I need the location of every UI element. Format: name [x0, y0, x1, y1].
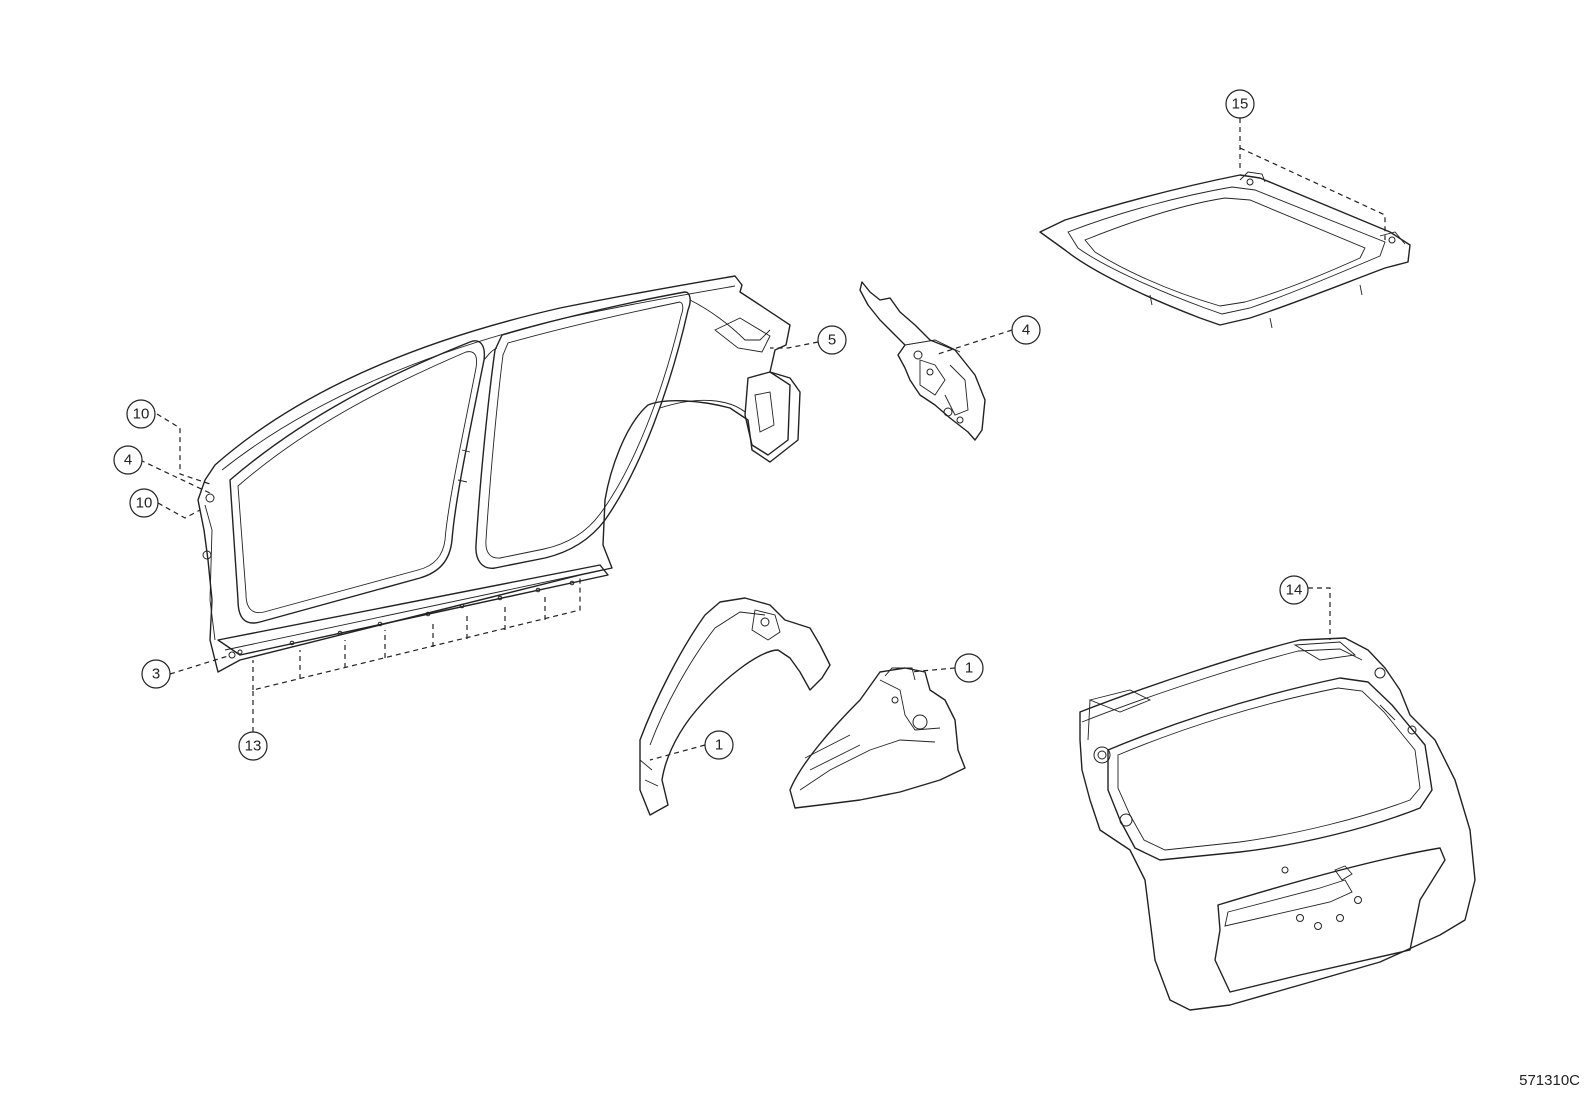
roof-panel[interactable]	[1039, 171, 1411, 329]
leader-lines	[139, 118, 1386, 761]
callout-label: 13	[245, 738, 262, 755]
side-panel[interactable]	[197, 275, 801, 673]
callout-label: 15	[1232, 96, 1249, 113]
callout-label: 4	[124, 452, 132, 469]
callout-1-outer[interactable]: 1	[704, 730, 734, 760]
callout-15[interactable]: 15	[1225, 89, 1255, 119]
callout-10-upper[interactable]: 10	[126, 399, 156, 429]
callout-label: 10	[133, 406, 150, 423]
wheelhouse-outer[interactable]	[639, 597, 831, 816]
inner-bracket[interactable]	[859, 281, 986, 441]
callout-label: 5	[828, 332, 836, 349]
wheelhouse-inner[interactable]	[789, 667, 966, 809]
callout-10-lower[interactable]: 10	[129, 488, 159, 518]
callout-4-bracket[interactable]: 4	[1011, 315, 1041, 345]
back-door[interactable]	[1079, 637, 1476, 1011]
callout-label: 3	[152, 666, 160, 683]
callout-label: 4	[1022, 322, 1030, 339]
callout-1-inner[interactable]: 1	[954, 653, 984, 683]
callout-label: 1	[965, 660, 973, 677]
callout-5[interactable]: 5	[817, 325, 847, 355]
callout-14[interactable]: 14	[1279, 575, 1309, 605]
callout-label: 1	[715, 737, 723, 754]
callout-4-side[interactable]: 4	[113, 445, 143, 475]
figure-code: 571310C	[1519, 1072, 1580, 1089]
callout-3[interactable]: 3	[141, 659, 171, 689]
callout-label: 10	[136, 495, 153, 512]
callout-13[interactable]: 13	[238, 731, 268, 761]
callout-label: 14	[1286, 582, 1303, 599]
